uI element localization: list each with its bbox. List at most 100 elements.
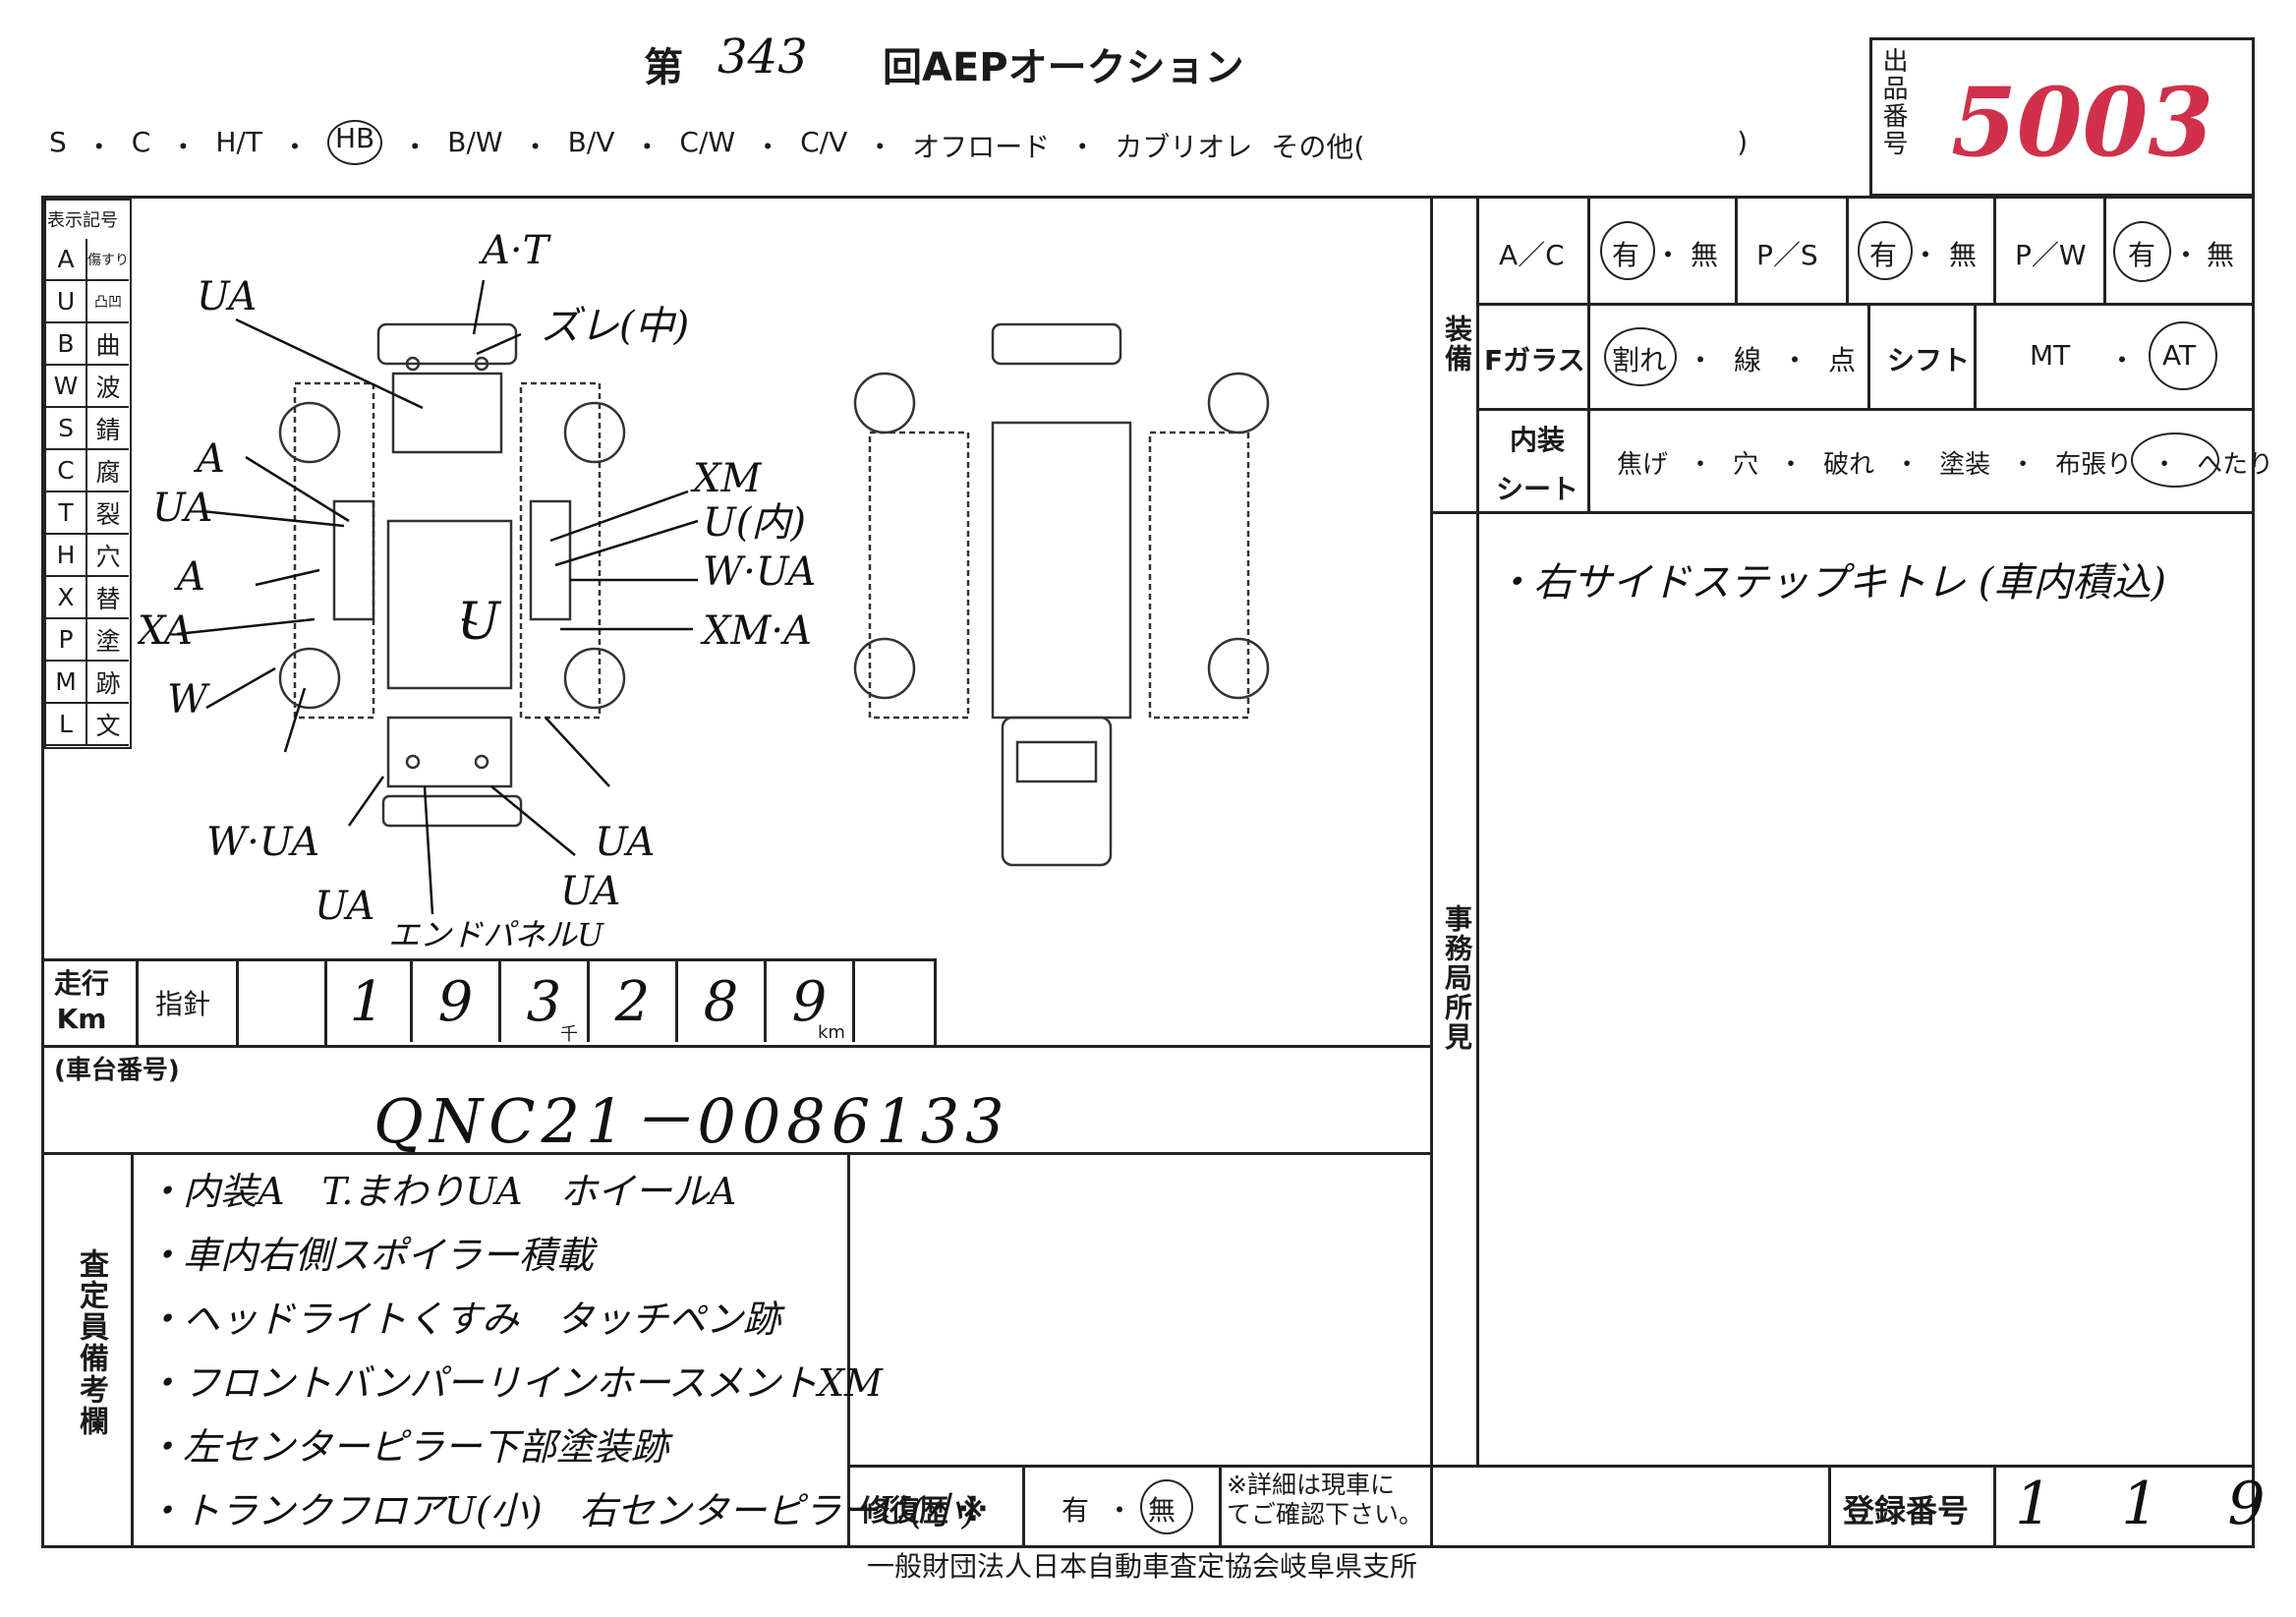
office-remarks-label: 事務局所見	[1441, 904, 1473, 1052]
legend-title: 表示記号	[47, 210, 118, 231]
mark-right-3: W·UA	[703, 549, 816, 595]
body-type-option: B/V	[567, 126, 615, 158]
mileage-label-unit: Km	[56, 1003, 107, 1035]
chassis-label: (車台番号)	[54, 1056, 180, 1085]
legend-code: W	[46, 366, 87, 406]
body-type-option: オフロード	[912, 131, 1051, 163]
legend-meaning: 跡	[95, 668, 121, 698]
seat-separator: ・	[1894, 450, 1921, 480]
repair-note-line2: てご確認下さい。	[1227, 1500, 1424, 1529]
body-type-option: )	[1737, 126, 1749, 158]
mileage-digit: 2	[590, 961, 678, 1042]
repair-selected-circle	[1140, 1479, 1193, 1534]
ac-no: 無	[1691, 239, 1719, 271]
divider-seat	[1587, 408, 1590, 511]
mark-left-4: XA	[138, 608, 193, 654]
lot-label: 出品番号	[1878, 47, 1908, 157]
mileage-divider-end	[934, 958, 937, 1045]
body-type-option: HB	[326, 120, 383, 165]
body-type-separator: ・	[280, 131, 309, 163]
registration-digit: 1	[2121, 1470, 2159, 1538]
fglass-option: 点	[1828, 344, 1857, 376]
repair-history-label: 修復歴 ※	[860, 1494, 988, 1529]
car-outline-side-view	[853, 322, 1270, 867]
mileage-digit: 1	[324, 961, 413, 1042]
footer-org: 一般財団法人日本自動車査定協会岐阜県支所	[867, 1550, 1418, 1583]
pw-label: P／W	[2015, 239, 2087, 271]
mark-bottom-left-1: W·UA	[206, 820, 319, 865]
inspector-note-line: ・フロントバンパーリインホースメントXM	[145, 1361, 883, 1405]
divider-shift	[1867, 303, 1870, 408]
ps-no: 無	[1949, 239, 1978, 271]
mileage-digit: 9	[413, 961, 501, 1042]
mileage-digit: 9	[767, 961, 855, 1042]
legend-code: B	[46, 323, 87, 364]
seat-option: 穴	[1733, 450, 1759, 480]
car-outline-top-view	[278, 322, 626, 828]
divider-registration	[1828, 1465, 1831, 1548]
mileage-digit: 8	[678, 961, 767, 1042]
lot-number: 5003	[1951, 67, 2214, 178]
legend-table	[44, 199, 132, 749]
thousand-unit: 千	[560, 1024, 578, 1045]
fglass-option: 線	[1734, 344, 1762, 376]
inspector-note-line: ・トランクフロアU(小) 右センターピラーU(小)	[145, 1489, 977, 1532]
legend-code: S	[46, 408, 87, 448]
ac-dot: ・	[1654, 239, 1683, 271]
body-type-option: C/W	[679, 126, 736, 158]
auction-number: 343	[718, 29, 808, 85]
seat-options: 焦げ・穴・破れ・塗装・布張り・へたり	[1617, 444, 2273, 481]
legend-code: P	[46, 619, 87, 660]
repair-yes: 有	[1062, 1494, 1090, 1527]
diagram-leader-lines	[176, 279, 699, 915]
legend-meaning: 錆	[95, 415, 121, 444]
divider-eq-row2	[1476, 408, 2255, 411]
mark-top-right: ズレ(中)	[541, 304, 689, 349]
ps-selected-circle	[1858, 221, 1913, 280]
inspector-note-line: ・内装A T.まわりUA ホイールA	[145, 1170, 737, 1213]
chassis-number: QNC21－0086133	[373, 1085, 1010, 1157]
divider-repair-top	[847, 1465, 2255, 1468]
mark-left-5: W	[167, 677, 210, 722]
divider-fglass	[1587, 303, 1590, 408]
inspector-note-line: ・車内右側スポイラー積載	[145, 1234, 595, 1277]
inspector-notes-lines: ・内装A T.まわりUA ホイールA・車内右側スポイラー積載・ヘッドライトくすみ…	[145, 1160, 977, 1543]
mark-bottom-right-2: UA	[560, 869, 620, 914]
legend-meaning: 波	[95, 373, 121, 402]
registration-digit: 1	[2015, 1470, 2053, 1538]
seat-option: 塗装	[1939, 450, 1991, 480]
shift-dot: ・	[2108, 344, 2137, 376]
seat-separator: ・	[1778, 450, 1805, 480]
mark-right-2: U(内)	[703, 500, 806, 546]
fglass-separator: ・	[1781, 344, 1809, 376]
mark-bottom-left-2: UA	[315, 884, 374, 929]
body-type-option: C/V	[800, 126, 848, 158]
divider-eq-row3	[1430, 511, 2255, 514]
shift-selected-circle	[2149, 321, 2217, 390]
fglass-selected-circle	[1604, 327, 1677, 386]
divider-repair-2	[1219, 1465, 1222, 1548]
legend-code: T	[46, 492, 87, 533]
divider-main-vertical	[1430, 196, 1433, 1548]
mark-center: U	[457, 593, 502, 652]
inspector-notes-label: 査定員備考欄	[74, 1248, 108, 1437]
divider-ps-2	[1846, 196, 1849, 303]
diagram-marks: A·T ズレ(中) UA A UA A XA W U XM U(内) W·UA …	[138, 228, 816, 953]
inspector-note-line: ・左センターピラー下部塗装跡	[145, 1425, 669, 1469]
divider-eq-row1	[1476, 303, 2255, 306]
legend-code: H	[46, 535, 87, 575]
registration-label: 登録番号	[1843, 1492, 1970, 1530]
mark-left-2: UA	[152, 486, 212, 531]
mark-bottom-right-1: UA	[595, 820, 655, 865]
title-prefix: 第	[644, 45, 683, 90]
shift-mt: MT	[2030, 339, 2071, 372]
seat-separator: ・	[1688, 450, 1714, 480]
divider-chassis-bottom	[41, 1152, 1432, 1155]
body-type-option: カブリオレ	[1115, 131, 1253, 163]
fglass-separator: ・	[1687, 344, 1715, 376]
body-type-option: その他(	[1271, 131, 1365, 163]
office-remarks-note: ・右サイドステップキトレ (車内積込)	[1494, 560, 2166, 606]
